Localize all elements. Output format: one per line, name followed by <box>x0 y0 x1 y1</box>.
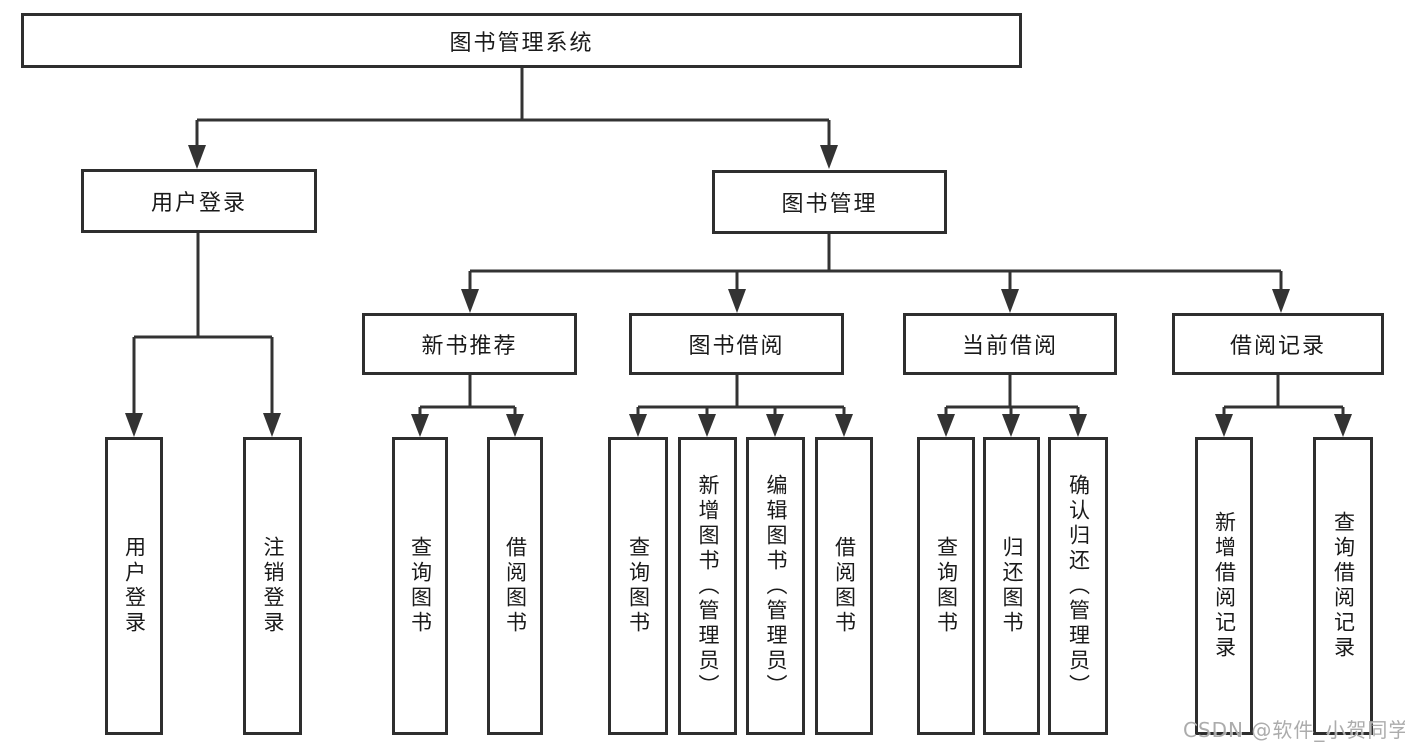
node-current-borrow: 当前借阅 <box>903 313 1117 375</box>
connector-current-to-leaves <box>944 375 1080 416</box>
leaf-label: 借阅图书 <box>832 536 857 636</box>
connector-borrow-to-leaves <box>636 375 846 416</box>
connector-bookmgmt-to-level3 <box>468 234 1283 291</box>
node-system-root: 图书管理系统 <box>21 13 1022 68</box>
leaf-label: 借阅图书 <box>503 536 528 636</box>
leaf-query-book-3: 查询图书 <box>917 437 975 735</box>
node-new-book-recommend: 新书推荐 <box>362 313 577 375</box>
node-book-borrow: 图书借阅 <box>629 313 844 375</box>
connector-root-to-level2 <box>195 68 831 147</box>
leaf-borrow-book-2: 借阅图书 <box>815 437 873 735</box>
leaf-label: 查询借阅记录 <box>1331 511 1356 661</box>
leaf-edit-book-admin: 编辑图书（管理员） <box>746 437 805 735</box>
leaf-confirm-return-admin: 确认归还（管理员） <box>1048 437 1108 735</box>
node-user-login: 用户登录 <box>81 169 317 233</box>
leaf-query-borrow-record: 查询借阅记录 <box>1313 437 1373 735</box>
leaf-user-login: 用户登录 <box>105 437 163 735</box>
leaf-return-book: 归还图书 <box>983 437 1040 735</box>
connector-newbook-to-leaves <box>418 375 517 416</box>
leaf-label: 查询图书 <box>934 536 959 636</box>
leaf-label: 编辑图书（管理员） <box>764 473 788 699</box>
leaf-label: 注销登录 <box>261 536 285 636</box>
leaf-label: 用户登录 <box>122 536 147 636</box>
node-book-management: 图书管理 <box>712 170 947 234</box>
leaf-logout: 注销登录 <box>243 437 302 735</box>
arrowheads <box>125 145 1352 437</box>
leaf-add-borrow-record: 新增借阅记录 <box>1195 437 1253 735</box>
leaf-label: 确认归还（管理员） <box>1066 473 1091 699</box>
leaf-label: 新增借阅记录 <box>1212 511 1237 661</box>
leaf-query-book-1: 查询图书 <box>392 437 448 735</box>
leaf-label: 查询图书 <box>626 536 651 636</box>
node-borrow-record: 借阅记录 <box>1172 313 1384 375</box>
connector-record-to-leaves <box>1222 375 1345 416</box>
connector-userlogin-to-leaves <box>132 233 274 415</box>
leaf-query-book-2: 查询图书 <box>608 437 668 735</box>
leaf-label: 查询图书 <box>408 536 433 636</box>
leaf-label: 归还图书 <box>1000 536 1024 636</box>
leaf-borrow-book-1: 借阅图书 <box>487 437 543 735</box>
csdn-watermark: CSDN @软件_小贺同学 <box>1183 718 1405 742</box>
leaf-label: 新增图书（管理员） <box>696 473 720 699</box>
leaf-add-book-admin: 新增图书（管理员） <box>678 437 737 735</box>
